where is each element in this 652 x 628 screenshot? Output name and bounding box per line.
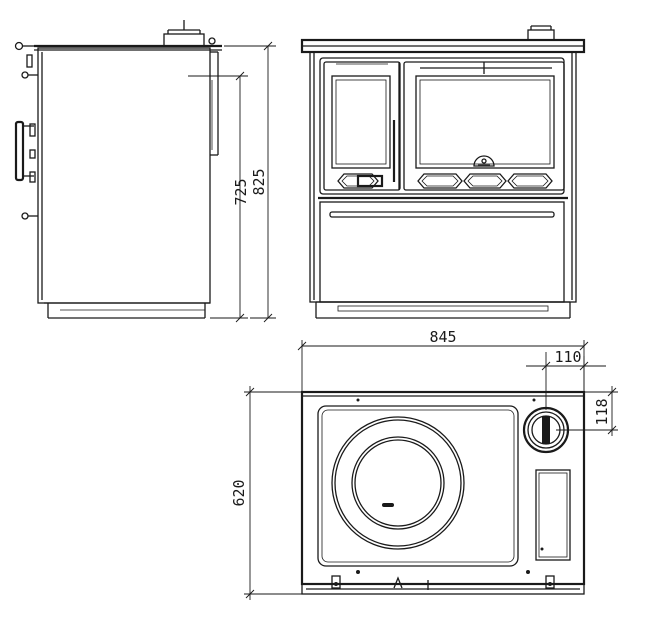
front-control-row xyxy=(337,173,553,189)
oven-door xyxy=(403,61,565,191)
dim-118-label: 118 xyxy=(593,398,611,425)
air-regulator xyxy=(356,174,384,188)
top-view: 845 xyxy=(230,328,618,600)
dim-825-label: 825 xyxy=(250,168,268,195)
drawer-handle xyxy=(329,211,555,218)
firebox-door xyxy=(323,61,401,191)
cooking-surface xyxy=(317,405,519,567)
hob-ring-inner xyxy=(351,436,445,530)
front-flue-collar xyxy=(527,29,555,41)
firebox-glass xyxy=(331,75,391,169)
side-compartment xyxy=(535,469,571,561)
hob-ring-outer xyxy=(331,416,465,550)
dim-620-label: 620 xyxy=(230,479,248,506)
side-flue-collar xyxy=(163,33,205,47)
front-body xyxy=(309,51,577,303)
dim-110-label: 110 xyxy=(554,348,581,366)
front-view xyxy=(300,25,586,319)
cooktop-plate xyxy=(300,390,586,586)
side-view: 725 825 xyxy=(14,20,276,323)
oven-glass xyxy=(415,75,555,169)
dim-725-label: 725 xyxy=(232,178,250,205)
oven-thermometer-icon xyxy=(473,155,495,167)
side-knob-top xyxy=(14,41,24,51)
hob-lifter-slot xyxy=(382,503,394,507)
side-body xyxy=(37,47,211,304)
side-handle xyxy=(14,120,25,182)
dim-845-label: 845 xyxy=(429,328,456,346)
